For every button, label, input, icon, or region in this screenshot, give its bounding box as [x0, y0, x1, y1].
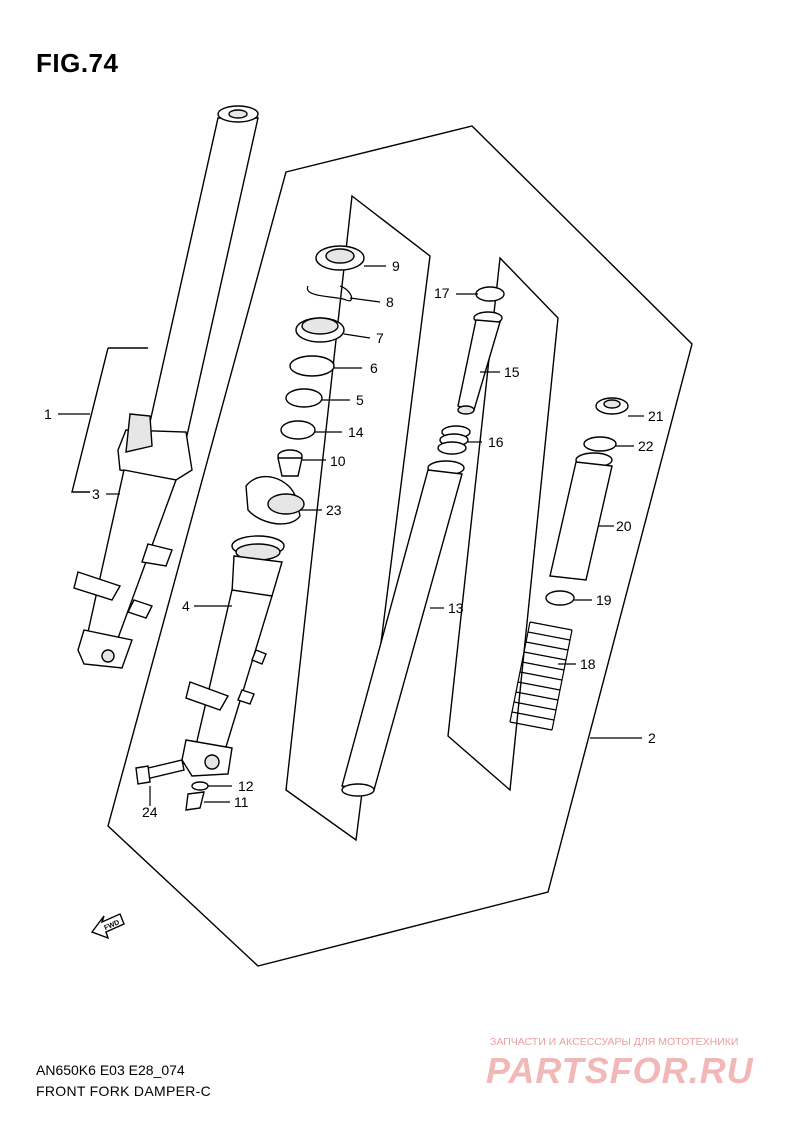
callout-22: 22 [638, 438, 654, 454]
callout-17: 17 [434, 285, 450, 301]
leader-lines [58, 265, 644, 806]
diagram-caption: FRONT FORK DAMPER-C [36, 1083, 211, 1099]
callout-19: 19 [596, 592, 612, 608]
callout-12: 12 [238, 778, 254, 794]
fwd-arrow-icon: FWD [90, 913, 125, 940]
damper-rod-parts [437, 286, 505, 455]
callout-13: 13 [448, 600, 464, 616]
callout-23: 23 [326, 502, 342, 518]
callout-2: 2 [648, 730, 656, 746]
callout-11: 11 [234, 794, 249, 810]
watermark-logo: PARTSFOR.RU [486, 1050, 754, 1091]
callout-14: 14 [348, 424, 364, 440]
figure-title: FIG.74 [36, 48, 119, 78]
callout-6: 6 [370, 360, 378, 376]
callout-24: 24 [142, 804, 158, 820]
callout-4: 4 [182, 598, 190, 614]
seal-stack [245, 245, 365, 525]
bolt-parts [135, 759, 209, 811]
spring-parts [509, 397, 629, 731]
diagram-code: AN650K6 E03 E28_074 [36, 1062, 185, 1078]
outer-tube-assembly [73, 105, 259, 669]
callout-3: 3 [92, 486, 100, 502]
group-frame-damper [447, 256, 559, 792]
bracket-1-line [71, 347, 109, 493]
callout-20: 20 [616, 518, 632, 534]
callout-10: 10 [330, 453, 346, 469]
callout-labels: 1 2 3 4 5 6 7 8 9 10 11 12 13 14 15 16 1… [44, 258, 664, 820]
callout-15: 15 [504, 364, 520, 380]
callout-9: 9 [392, 258, 400, 274]
watermark-subtitle: ЗАПЧАСТИ И АКСЕССУАРЫ ДЛЯ МОТОТЕХНИКИ [490, 1036, 739, 1048]
callout-21: 21 [648, 408, 664, 424]
group-frame-2 [107, 125, 693, 967]
inner-tube [341, 460, 465, 797]
slider-tube [181, 535, 285, 777]
callout-5: 5 [356, 392, 364, 408]
callout-1: 1 [44, 406, 52, 422]
callout-16: 16 [488, 434, 504, 450]
callout-7: 7 [376, 330, 384, 346]
callout-18: 18 [580, 656, 596, 672]
callout-8: 8 [386, 294, 394, 310]
group-frame-inner [285, 194, 431, 842]
